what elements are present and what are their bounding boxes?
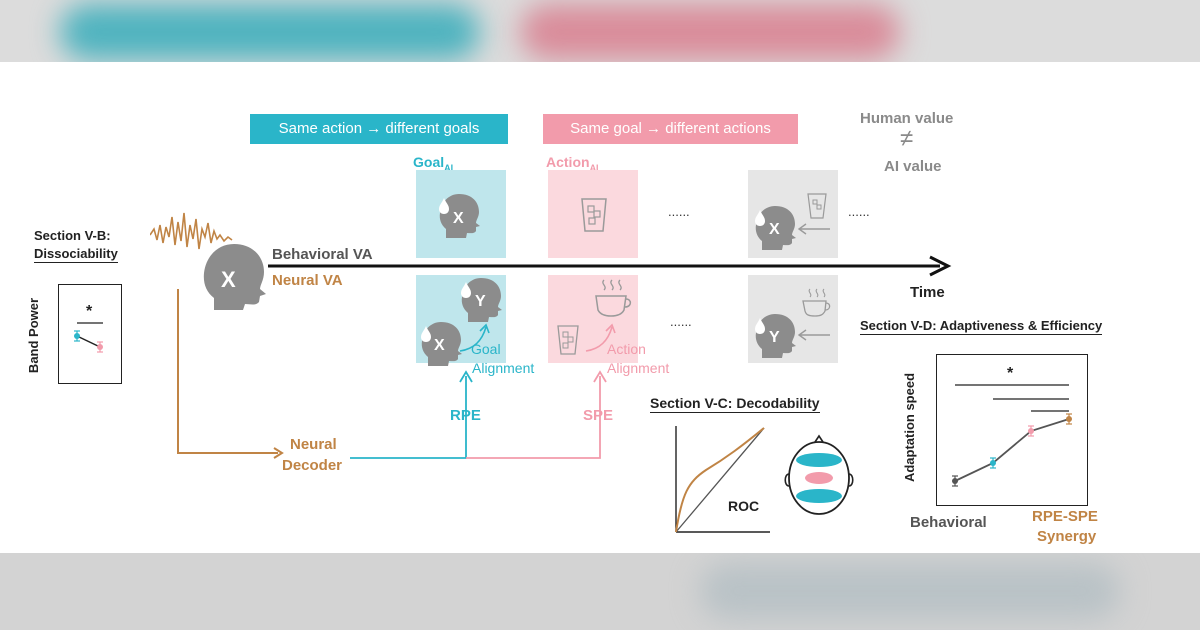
same-goal-banner: Same goal → different actions	[543, 114, 798, 144]
section-vb-title-line2: Dissociability	[34, 246, 118, 263]
action-ai-label: ActionAI	[546, 154, 599, 173]
synergy-xlabel-1: RPE-SPE	[1032, 508, 1098, 525]
band-power-marks	[74, 322, 103, 353]
decoder-arrow	[177, 289, 284, 459]
adaptation-sig: *	[1007, 365, 1014, 382]
point-synergy	[1066, 413, 1072, 425]
goal-bottom-head-x-label: X	[434, 337, 445, 354]
gray-bottom-head-icon	[755, 314, 796, 358]
band-power-plot: *	[58, 284, 122, 384]
section-vd-title: Section V-D: Adaptiveness & Efficiency	[860, 318, 1103, 335]
action-alignment-label-1: Action	[607, 341, 646, 357]
point-behavioral	[952, 475, 958, 487]
main-head-icon	[203, 244, 266, 310]
gray-bottom-arrow	[797, 329, 830, 341]
goal-sub: AI	[444, 162, 454, 173]
neural-decoder-label-1: Neural	[290, 436, 337, 453]
goal-alignment-arrow	[459, 323, 490, 352]
adaptation-marks	[952, 384, 1072, 487]
time-label: Time	[910, 284, 945, 301]
ellipsis-top-1: ......	[668, 204, 690, 219]
band-power-ylabel: Band Power	[26, 297, 42, 374]
gray-top-head-label: X	[769, 221, 780, 238]
action-top-box	[548, 170, 638, 258]
roc-plot	[675, 426, 770, 533]
goal-bottom-head-x-icon	[421, 322, 462, 366]
action-alignment-label-2: Alignment	[607, 360, 670, 376]
ellipsis-top-2: ......	[848, 204, 870, 219]
ai-value-label: AI value	[884, 158, 942, 175]
gray-bottom-head-label: Y	[769, 329, 780, 346]
gray-top-drink-icon	[807, 193, 827, 219]
spe-label: SPE	[583, 407, 614, 424]
same-action-banner: Same action → different goals	[250, 114, 508, 144]
point-spe	[1028, 425, 1034, 437]
top-blurred-band	[0, 0, 1200, 62]
time-arrow	[268, 255, 952, 277]
figure-panel: Same action → different goals Same goal …	[0, 62, 1200, 553]
action-sub: AI	[589, 162, 599, 173]
gray-blur	[700, 563, 1120, 619]
goal-ai-label: GoalAI	[413, 154, 453, 173]
adaptation-ylabel: Adaptation speed	[902, 372, 918, 483]
goal-top-head-icon	[439, 194, 480, 238]
pink-blur	[520, 4, 900, 60]
ellipsis-bottom: ......	[670, 314, 692, 329]
scalp-map-icon	[784, 434, 854, 515]
point-rpe	[990, 457, 996, 469]
behavioral-va-label: Behavioral VA	[272, 246, 373, 263]
behavioral-xlabel: Behavioral	[910, 514, 987, 531]
goal-top-head-label: X	[453, 210, 464, 227]
iced-drink-icon-small	[557, 325, 579, 355]
eeg-waveform	[150, 212, 233, 250]
gray-bottom-coffee-icon	[802, 288, 831, 317]
action-label: Action	[546, 154, 590, 170]
not-equal-symbol: ≠	[900, 125, 914, 152]
gray-top-arrow	[797, 223, 830, 235]
action-alignment-arrow	[585, 323, 616, 352]
teal-blur	[60, 4, 480, 60]
gray-top-head-icon	[755, 206, 796, 250]
human-value-label: Human value	[860, 110, 954, 127]
bottom-blurred-band	[0, 553, 1200, 630]
hot-coffee-icon	[595, 279, 632, 317]
band-power-sig: *	[86, 303, 93, 320]
goal-alignment-label-1: Goal	[471, 341, 501, 357]
roc-label: ROC	[728, 498, 760, 514]
iced-drink-icon	[581, 198, 607, 232]
goal-bottom-head-y-icon	[461, 278, 502, 322]
section-vc-title: Section V-C: Decodability	[650, 395, 820, 413]
neural-va-label: Neural VA	[272, 272, 343, 289]
goal-alignment-label-2: Alignment	[472, 360, 535, 376]
neural-decoder-label-2: Decoder	[282, 457, 343, 474]
goal-bottom-head-y-label: Y	[475, 293, 486, 310]
adaptation-plot: *	[936, 354, 1088, 506]
synergy-xlabel-2: Synergy	[1037, 528, 1097, 545]
goal-label: Goal	[413, 154, 445, 170]
rpe-label: RPE	[450, 407, 481, 424]
section-vb-title-line1: Section V-B:	[34, 228, 111, 243]
rpe-spe-connectors	[350, 370, 607, 459]
main-head-label: X	[221, 267, 236, 292]
